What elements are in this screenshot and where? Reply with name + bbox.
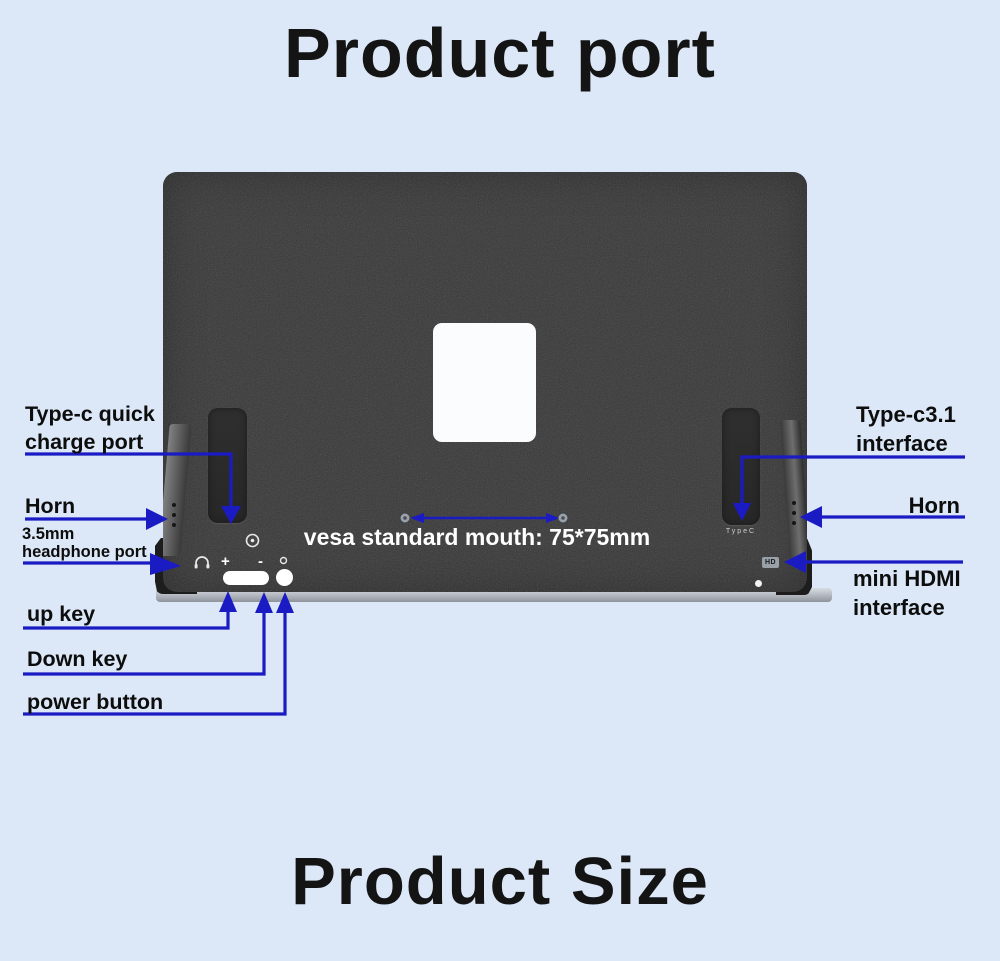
typec31-port-slot bbox=[722, 408, 760, 525]
power-indicator-icon bbox=[279, 556, 288, 565]
speaker-holes-icon-right bbox=[792, 501, 796, 531]
label-typec31-interface: Type-c3.1 interface bbox=[856, 402, 956, 456]
vesa-standard-label: vesa standard mouth: 75*75mm bbox=[303, 524, 651, 550]
next-section-title: Product Size bbox=[291, 844, 709, 919]
label-down-key: Down key bbox=[27, 647, 128, 671]
page-title: Product port bbox=[284, 14, 716, 92]
label-headphone-port: 3.5mm headphone port bbox=[22, 525, 147, 562]
label-typec-quick-charge-port: Type-c quick charge port bbox=[25, 402, 155, 455]
volume-up-symbol: + bbox=[221, 553, 230, 570]
vesa-mount-plate bbox=[433, 323, 536, 442]
label-up-key: up key bbox=[27, 602, 96, 626]
typec-quick-charge-port-slot bbox=[208, 408, 247, 523]
indicator-led bbox=[755, 580, 762, 587]
up-down-rocker-button[interactable] bbox=[223, 571, 269, 585]
speaker-holes-icon-left bbox=[172, 503, 176, 533]
power-button-control[interactable] bbox=[276, 569, 293, 586]
label-power-button: power button bbox=[27, 690, 164, 714]
charge-indicator-icon bbox=[245, 533, 260, 548]
headphone-icon bbox=[194, 556, 210, 569]
label-horn-right: Horn bbox=[908, 493, 960, 518]
label-mini-hdmi-interface: mini HDMI interface bbox=[853, 566, 961, 620]
label-horn-left: Horn bbox=[25, 494, 76, 518]
volume-down-symbol: - bbox=[258, 553, 263, 570]
typec-caption: TypeC bbox=[725, 528, 757, 535]
monitor-back-panel: vesa standard mouth: 75*75mm TypeC + - H… bbox=[163, 172, 807, 592]
hdmi-badge: HD bbox=[762, 557, 779, 568]
